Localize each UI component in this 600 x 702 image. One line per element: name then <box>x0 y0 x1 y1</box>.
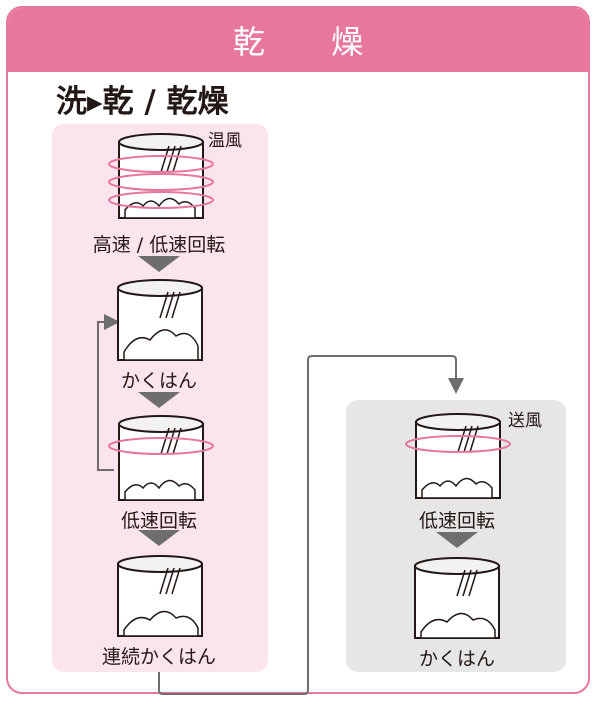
step-continuous-agitation: 連続かくはん <box>101 646 217 668</box>
drum-continuous-agitation <box>117 555 203 637</box>
drum-fan-low-speed <box>405 413 511 499</box>
step-fan-low-speed: 低速回転 <box>418 510 496 532</box>
step-arrow-4 <box>436 532 478 548</box>
step-agitation: かくはん <box>120 370 198 392</box>
fan-air-label: 送風 <box>508 411 542 431</box>
step-arrow-2 <box>138 392 180 408</box>
drum-agitation <box>117 279 203 361</box>
header-title: 乾 燥 <box>232 23 392 61</box>
step-arrow-3 <box>138 530 180 546</box>
step-high-low-speed: 高速 / 低速回転 <box>92 234 226 256</box>
warm-air-label: 温風 <box>208 131 242 151</box>
mode-title: 洗▸乾 / 乾燥 <box>56 84 229 120</box>
drum-fan-agitation <box>414 557 500 639</box>
transition-connector <box>158 355 464 695</box>
card-header: 乾 燥 <box>8 8 588 72</box>
step-low-speed: 低速回転 <box>120 510 198 532</box>
step-arrow-1 <box>138 256 180 272</box>
drum-low-speed <box>108 415 214 501</box>
drum-high-low-speed <box>108 133 214 219</box>
step-fan-agitation: かくはん <box>418 648 496 670</box>
repeat-loop <box>97 314 120 471</box>
